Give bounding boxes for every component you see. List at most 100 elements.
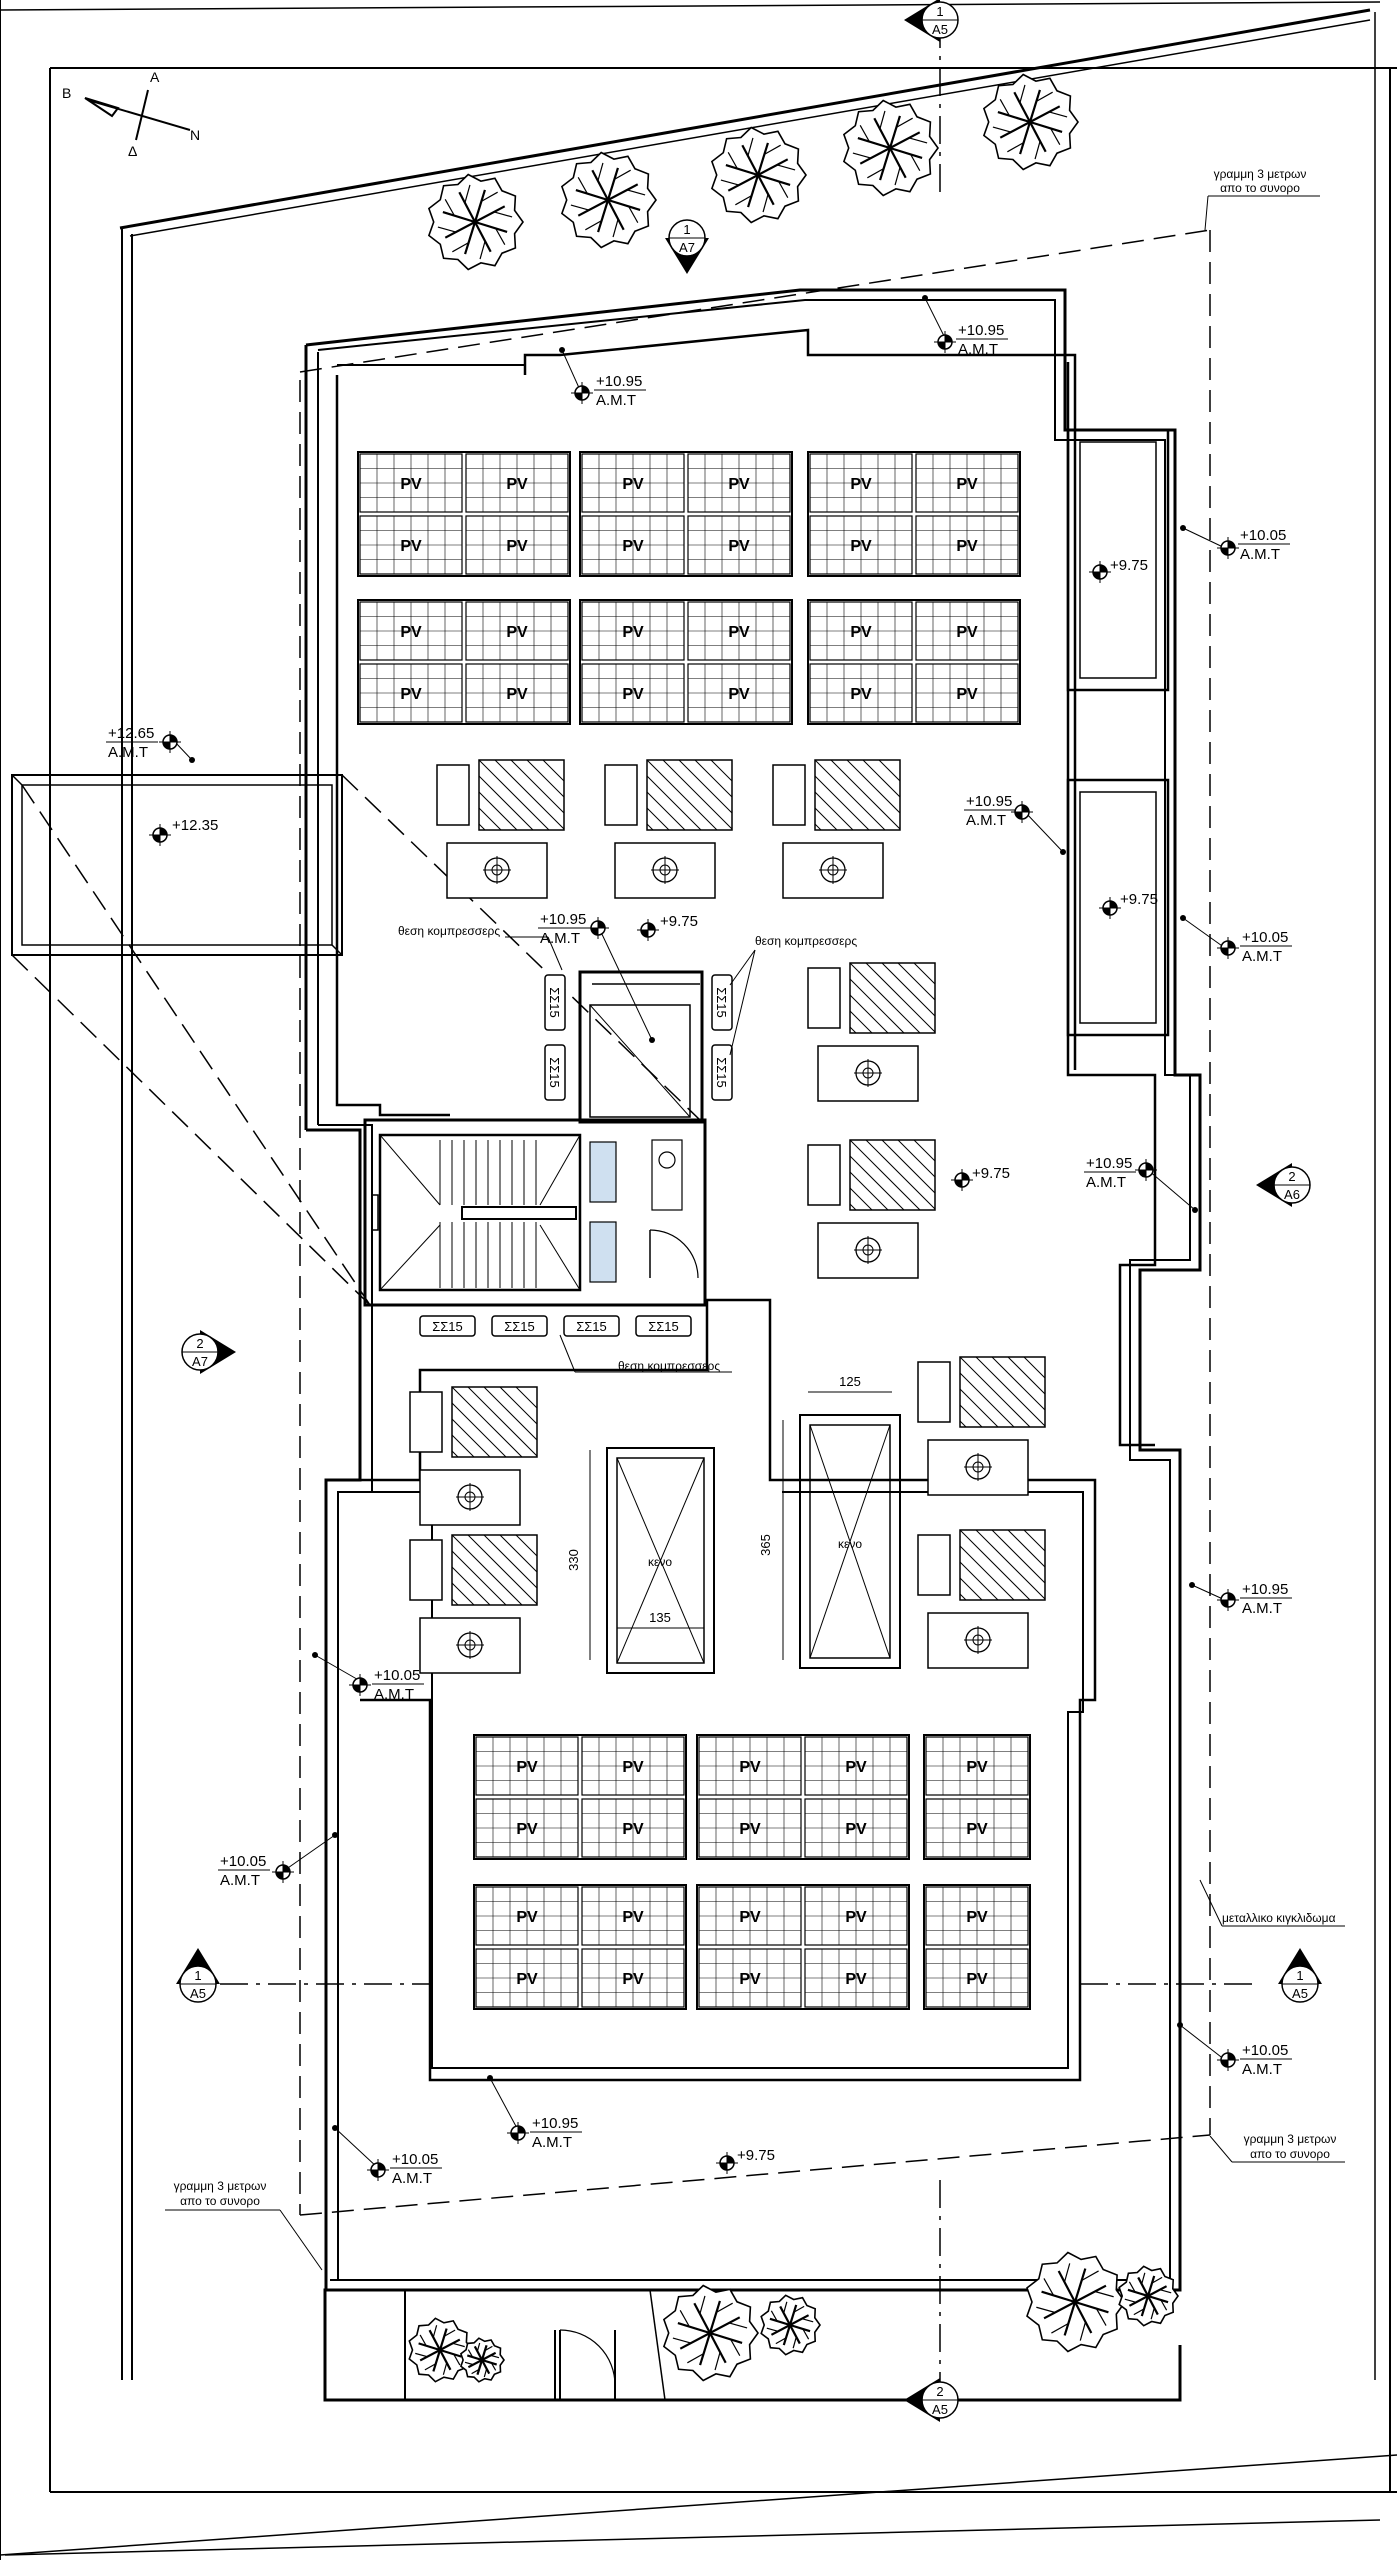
pv-label: PV (622, 476, 644, 493)
pv-panel: PV (465, 663, 569, 723)
level-marker: +9.75 (637, 913, 698, 941)
level-ref: A.M.T (220, 1872, 260, 1889)
pv-panel: PV (581, 1948, 685, 2008)
level-ref: A.M.T (966, 812, 1006, 829)
tree-icon (459, 2337, 505, 2383)
level-marker: +10.95A.M.T (507, 2115, 582, 2151)
level-markers: +10.95A.M.T+10.95A.M.T+10.05A.M.T+9.75+1… (106, 295, 1292, 2187)
pv-label: PV (400, 686, 422, 703)
pv-panel: PV (698, 1736, 802, 1796)
pv-panel: PV (359, 453, 463, 513)
pv-panel: PV (809, 663, 913, 723)
pv-panel: PV (698, 1886, 802, 1946)
level-marker: +10.05A.M.T (1217, 929, 1292, 965)
pv-panel: PV (465, 601, 569, 661)
upper-terraces (1066, 428, 1170, 1037)
pv-panel: PV (804, 1948, 908, 2008)
void-label-1: κενο (648, 1555, 672, 1569)
level-value: +10.05 (220, 1853, 266, 1870)
level-value: +10.95 (958, 322, 1004, 339)
pv-label: PV (622, 686, 644, 703)
pv-label: PV (516, 1821, 538, 1838)
compressor-unit: ΣΣ15 (544, 1044, 566, 1101)
section-number: 2 (196, 1336, 203, 1351)
pv-panel: PV (925, 1798, 1029, 1858)
pv-label: PV (966, 1759, 988, 1776)
pv-label: PV (966, 1971, 988, 1988)
section-sheet: A7 (679, 240, 695, 255)
pv-label: PV (966, 1821, 988, 1838)
level-value: +10.95 (532, 2115, 578, 2132)
ac-unit (917, 1529, 1046, 1669)
ac-unit (917, 1356, 1046, 1496)
section-marker-left-a7: 2A7 (181, 1330, 236, 1374)
level-ref: A.M.T (1242, 2061, 1282, 2078)
compressor-label: ΣΣ15 (714, 987, 729, 1018)
pv-panel: PV (915, 663, 1019, 723)
level-marker: +10.05A.M.T (1217, 527, 1290, 563)
compressor-unit: ΣΣ15 (491, 1315, 548, 1337)
tree-icon (427, 173, 524, 271)
pv-label: PV (956, 624, 978, 641)
pv-label: PV (506, 624, 528, 641)
level-value: +10.05 (392, 2151, 438, 2168)
level-value: +12.35 (172, 817, 218, 834)
compressor-label: ΣΣ15 (648, 1319, 679, 1334)
section-marker-top: 1A5 (904, 0, 959, 42)
tree-icon (1118, 2265, 1179, 2327)
level-value: +9.75 (737, 2147, 775, 2164)
section-sheet: A5 (190, 1986, 206, 2001)
pv-label: PV (516, 1971, 538, 1988)
level-value: +9.75 (660, 913, 698, 930)
level-marker: +9.75 (951, 1165, 1010, 1191)
pv-label: PV (728, 624, 750, 641)
pv-label: PV (966, 1909, 988, 1926)
level-marker: +10.95A.M.T (1084, 1155, 1157, 1191)
level-ref: A.M.T (374, 1686, 414, 1703)
north-arrow-a: A (150, 69, 160, 85)
level-value: +12.65 (108, 725, 154, 742)
pv-panel: PV (687, 663, 791, 723)
section-number: 2 (1288, 1169, 1295, 1184)
note-railing: μεταλλικο κιγκλιδωμα (1222, 1911, 1336, 1925)
notes: γραμμη 3 μετρων απο το συνορο γραμμη 3 μ… (165, 167, 1345, 2271)
compressor-label: ΣΣ15 (432, 1319, 463, 1334)
pv-label: PV (622, 1821, 644, 1838)
ac-unit (436, 759, 565, 899)
pv-label: PV (845, 1971, 867, 1988)
section-number: 1 (1296, 1968, 1303, 1983)
voids: κενο κενο (606, 1414, 901, 1674)
level-marker: +10.05A.M.T (367, 2151, 442, 2187)
compressor-unit: ΣΣ15 (563, 1315, 620, 1337)
compressor-unit: ΣΣ15 (711, 1044, 733, 1101)
pv-label: PV (506, 476, 528, 493)
section-sheet: A5 (932, 22, 948, 37)
level-ref: A.M.T (532, 2134, 572, 2151)
tree-icon (982, 73, 1079, 171)
level-ref: A.M.T (392, 2170, 432, 2187)
cantilever-slab (11, 774, 343, 956)
ac-unit (807, 1139, 936, 1279)
pv-label: PV (739, 1759, 761, 1776)
pv-panel: PV (804, 1736, 908, 1796)
pv-panel: PV (581, 663, 685, 723)
pv-label: PV (956, 538, 978, 555)
pv-panel: PV (925, 1736, 1029, 1796)
pv-panel: PV (581, 1736, 685, 1796)
pv-panel: PV (804, 1798, 908, 1858)
ac-unit (604, 759, 733, 899)
pv-label: PV (845, 1821, 867, 1838)
pv-array: PV PV (923, 1734, 1031, 1860)
level-value: +10.95 (1086, 1155, 1132, 1172)
pv-label: PV (622, 538, 644, 555)
compressor-label: ΣΣ15 (504, 1319, 535, 1334)
pv-panel: PV (804, 1886, 908, 1946)
level-value: +9.75 (972, 1165, 1010, 1182)
pv-panel: PV (687, 515, 791, 575)
north-arrow: B A Δ N (62, 69, 200, 159)
